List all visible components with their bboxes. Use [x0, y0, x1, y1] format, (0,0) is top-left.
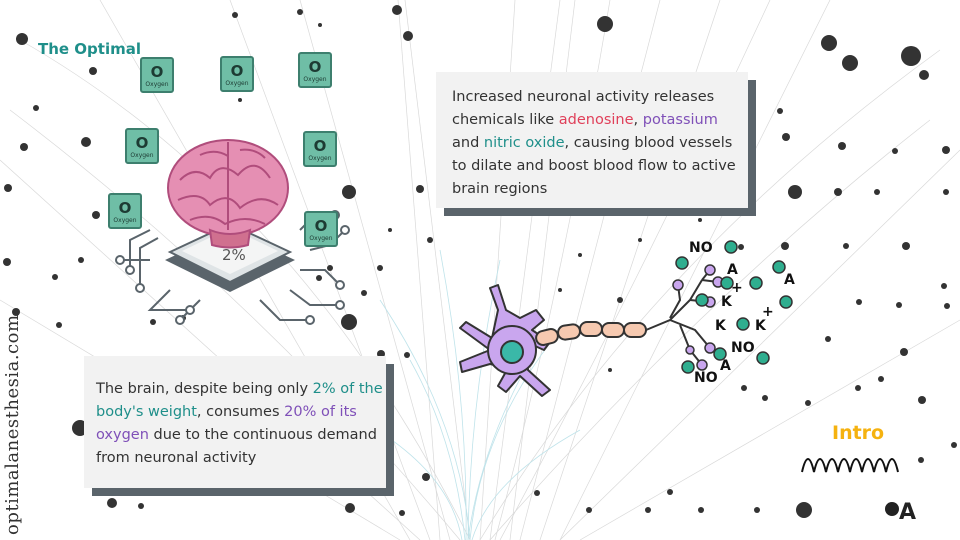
highlight-adenosine: adenosine: [558, 112, 634, 128]
highlight-oxygen-share: 20% of its oxygen: [96, 404, 357, 443]
highlight-body-weight: 2% of the body's weight: [96, 381, 383, 420]
text-segment: , causing blood vessels to dilate and bo…: [452, 135, 736, 197]
text-segment: due to the continuous demand from neuron…: [96, 427, 377, 466]
molecule-label: NO: [694, 370, 718, 386]
molecule-label: A: [720, 358, 731, 374]
oxygen-symbol: O: [308, 58, 322, 76]
oxygen-label: Oxygen: [308, 155, 332, 162]
website-url: optimalanesthesia.com: [2, 314, 23, 535]
oa-logo-icon: A: [885, 500, 916, 522]
molecule-label: K: [715, 318, 726, 334]
intro-label: Intro: [832, 422, 885, 444]
molecule-label: NO: [731, 340, 755, 356]
molecule-label: K: [721, 294, 732, 310]
oxygen-symbol: O: [230, 62, 244, 80]
neuron-illustration: [459, 240, 793, 397]
oxygen-symbol: O: [118, 199, 132, 217]
oxygen-label: Oxygen: [303, 76, 327, 83]
molecule-label: NO: [689, 240, 713, 256]
logo-letter: A: [899, 500, 916, 522]
highlight-nitric-oxide: nitric oxide: [483, 135, 565, 151]
chip-label: 2%: [222, 246, 246, 264]
molecule-label: +: [731, 280, 743, 296]
oxygen-label: Oxygen: [309, 235, 333, 242]
text-segment: ,: [633, 112, 643, 128]
oxygen-label: Oxygen: [113, 217, 137, 224]
oxygen-label: Oxygen: [145, 81, 169, 88]
oxygen-symbol: O: [314, 217, 328, 235]
text-segment: and: [452, 135, 484, 151]
info-box-oxygen-consumption: The brain, despite being only 2% of the …: [84, 356, 386, 488]
oxygen-symbol: O: [150, 63, 164, 81]
molecule-label: K: [755, 318, 766, 334]
text-segment: Increased neuronal activity releases che…: [452, 89, 715, 128]
oxygen-label: Oxygen: [130, 152, 154, 159]
oxygen-symbol: O: [313, 137, 327, 155]
brand-title: The Optimal: [38, 40, 142, 58]
info-box-vasodilation: Increased neuronal activity releases che…: [436, 72, 748, 208]
molecule-label: A: [727, 262, 738, 278]
molecule-label: +: [762, 304, 774, 320]
wave-icon: [801, 458, 899, 473]
molecule-label: A: [784, 272, 795, 288]
oxygen-label: Oxygen: [225, 80, 249, 87]
text-segment: The brain, despite being only: [96, 381, 313, 397]
text-segment: , consumes: [196, 404, 285, 420]
oxygen-symbol: O: [135, 134, 149, 152]
highlight-potassium: potassium: [642, 112, 718, 128]
brain-chip-illustration: 2%: [115, 139, 350, 325]
